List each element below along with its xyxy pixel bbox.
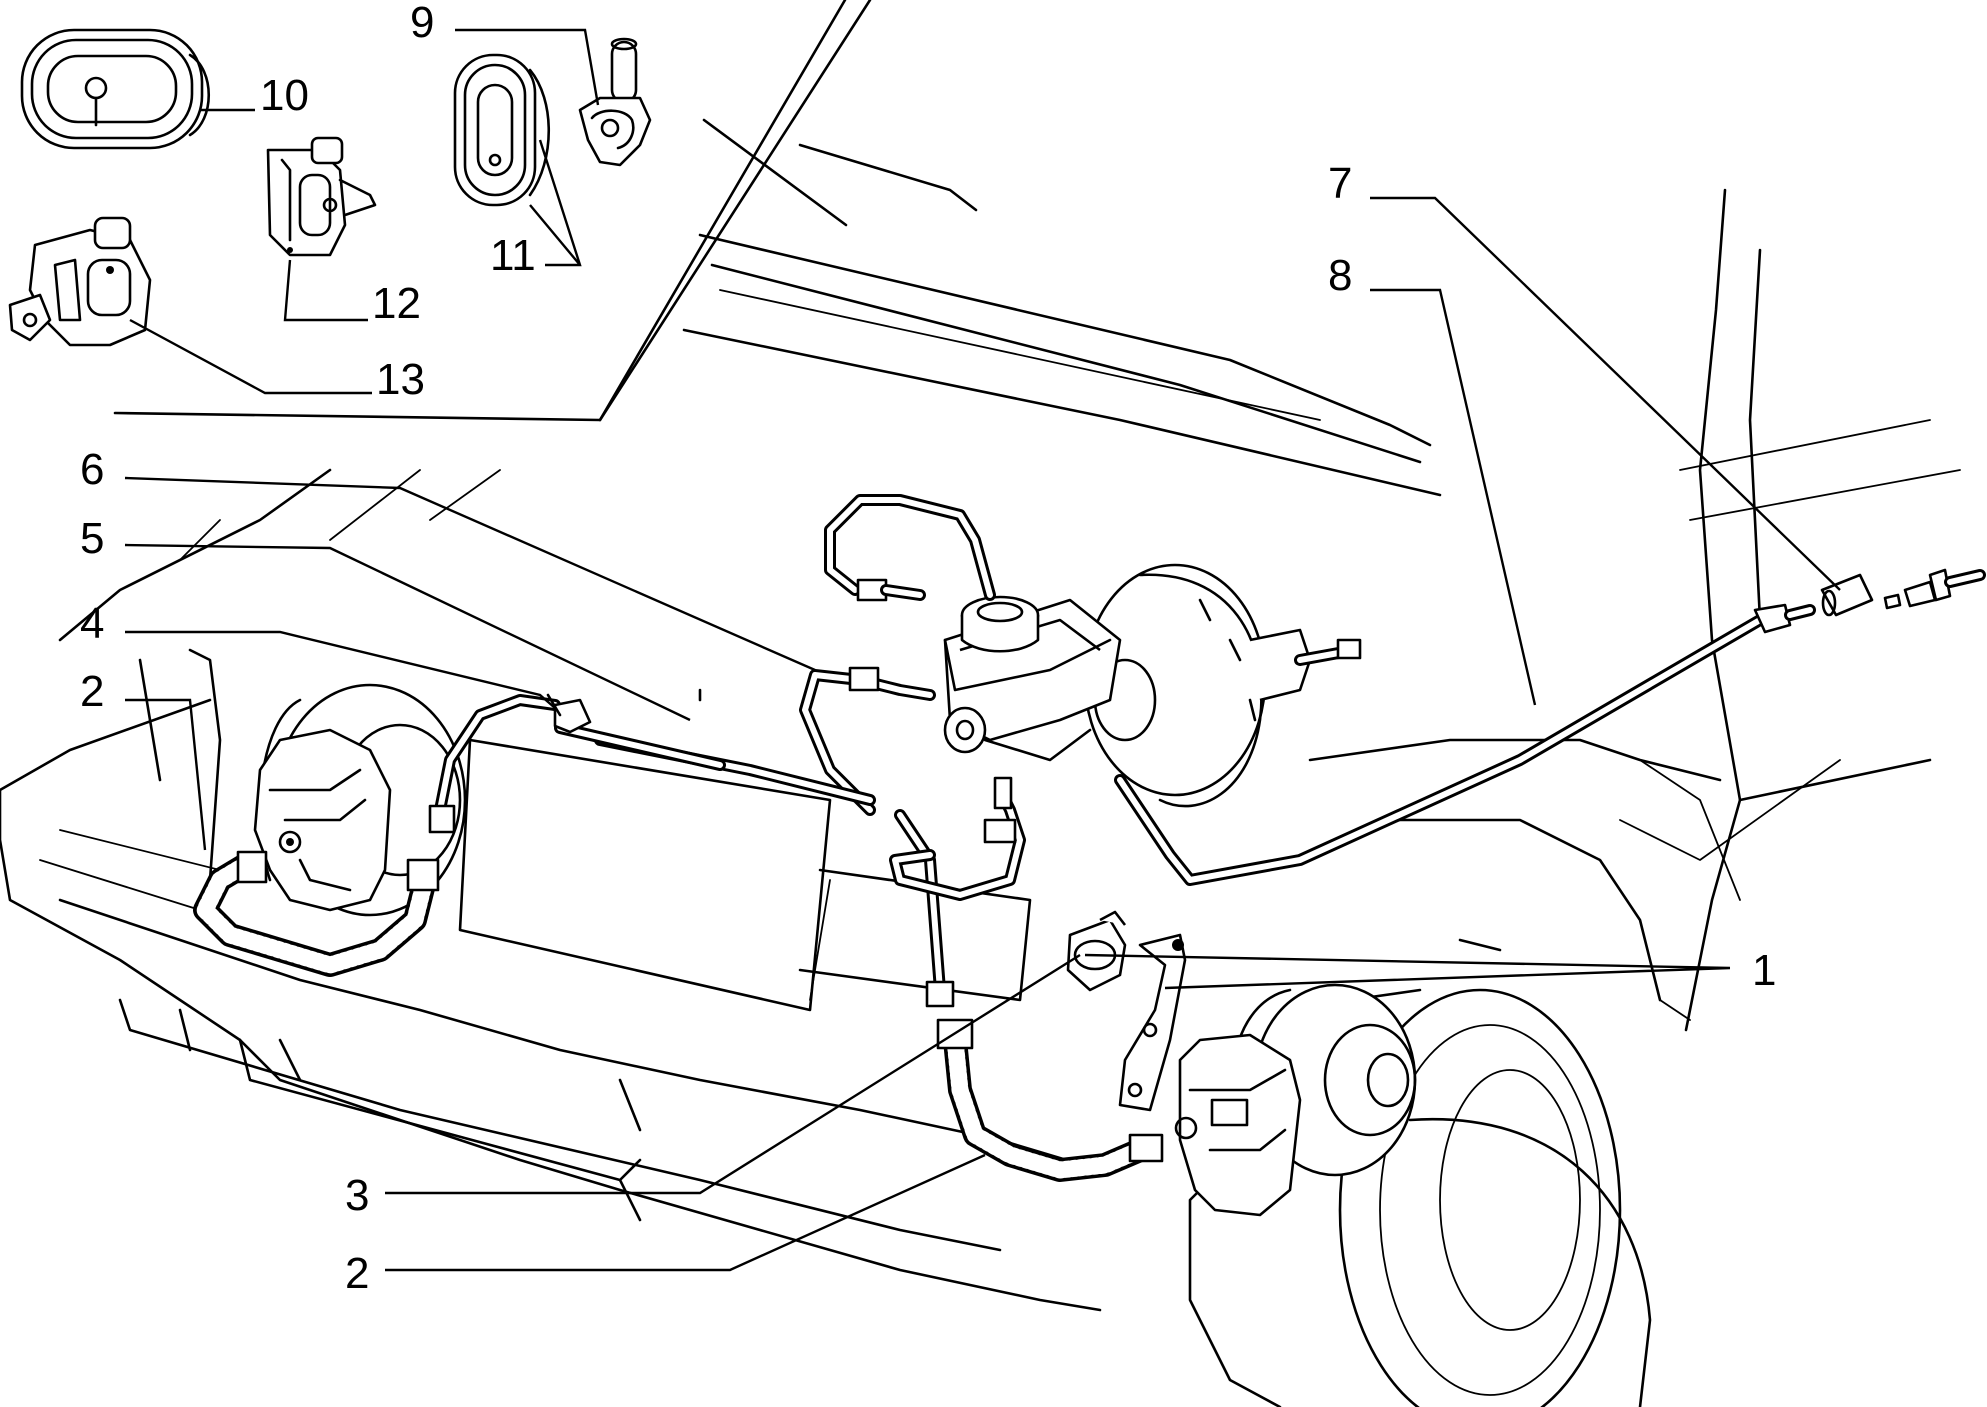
clip-13 [8,216,152,347]
callout-2a: 2 [80,667,104,716]
leader-2b [385,1153,986,1272]
brake-booster [1083,563,1362,808]
leader-8 [1370,288,1537,706]
callout-7: 7 [1328,159,1352,208]
inset-divider [113,0,847,422]
callout-12: 12 [372,279,421,328]
leader-12 [283,259,368,322]
leader-13 [129,318,372,395]
right-brake-caliper [1174,1033,1302,1217]
callout-9: 9 [410,0,434,47]
leader-7 [1370,196,1841,591]
callout-3: 3 [345,1171,369,1220]
leader-5 [124,543,691,722]
callout-6: 6 [80,445,104,494]
leader-11 [529,139,582,267]
leader-lines [124,28,1841,1272]
brake-lines [428,494,1816,1008]
leader-6 [124,476,816,672]
callouts: 1 2 2 3 4 5 6 7 8 9 10 11 12 13 [80,0,1776,1298]
clip-12 [266,136,377,257]
valve-bracket [1118,933,1187,1112]
callout-2b: 2 [345,1249,369,1298]
leader-1 [1084,953,1731,990]
callout-13: 13 [376,355,425,404]
master-cylinder [943,595,1122,762]
leader-2a [125,698,207,851]
callout-4: 4 [80,599,104,648]
leader-3 [385,953,1081,1195]
grommet-10 [20,28,210,150]
grommet-11 [453,53,551,207]
left-brake-caliper [253,728,392,912]
callout-5: 5 [80,514,104,563]
clip-9 [578,37,652,167]
pipe-fittings [1820,568,1986,617]
car-body [0,0,1961,1312]
callout-10: 10 [260,71,309,120]
leader-4 [125,630,556,709]
proportioning-valve [1066,910,1127,992]
leader-9 [455,28,600,106]
callout-8: 8 [1328,251,1352,300]
callout-1: 1 [1752,946,1776,995]
callout-11: 11 [490,231,536,280]
flexible-hoses [193,850,1164,1182]
